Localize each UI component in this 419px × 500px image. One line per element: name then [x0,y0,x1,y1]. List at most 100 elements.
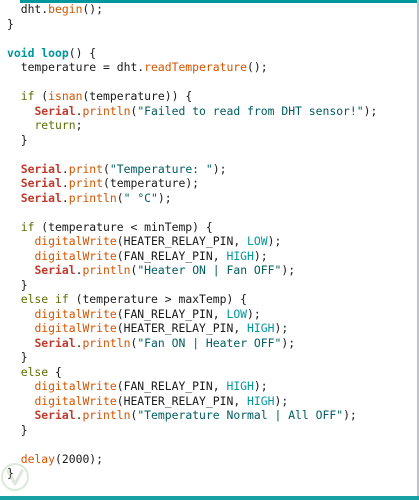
code-line[interactable]: delay(2000); [7,452,377,467]
control-keyword: if [20,219,35,234]
code-line[interactable] [7,147,377,162]
code-line[interactable]: digitalWrite(FAN_RELAY_PIN, HIGH); [7,379,377,394]
code-line[interactable]: Serial.println("Heater ON | Fan OFF"); [7,263,377,278]
code-text: . [61,161,69,176]
code-text: () { [68,45,97,60]
code-text: ( [34,89,49,103]
code-line[interactable]: dht.begin(); [7,2,377,17]
code-line[interactable] [7,437,377,452]
code-text: ); [281,263,296,277]
function-name: println [68,190,117,205]
code-line[interactable]: void loop() { [7,46,377,61]
code-text [7,408,34,422]
code-text: . [75,103,83,118]
code-line[interactable] [7,205,377,220]
string-literal: "Heater ON | Fan OFF" [137,263,282,277]
code-line[interactable]: Serial.println("Failed to read from DHT … [7,104,377,119]
editor-scrollbar-track[interactable] [417,0,419,496]
code-text: { [48,364,62,379]
string-literal: "Failed to read from DHT sensor!" [137,103,364,118]
string-literal: "Temperature: " [109,161,213,176]
code-text: (temperature); [103,176,200,190]
code-text: ( [130,263,138,277]
function-name: digitalWrite [34,379,117,393]
code-text: ); [274,393,289,408]
code-line[interactable]: } [7,133,377,148]
code-line[interactable]: else if (temperature > maxTemp) { [7,292,377,307]
function-name: print [68,176,104,190]
code-line[interactable]: return; [7,118,377,133]
code-line[interactable]: } [7,466,377,481]
function-name: println [82,408,131,422]
control-keyword: else [20,292,49,306]
control-keyword: if [55,292,69,306]
code-line[interactable]: digitalWrite(HEATER_RELAY_PIN, LOW); [7,234,377,249]
code-line[interactable]: } [7,350,377,365]
function-name: digitalWrite [34,321,117,335]
code-text: (temperature > maxTemp) { [68,292,248,306]
code-text: (HEATER_RELAY_PIN, [116,393,248,408]
code-text: ); [247,306,261,321]
serial-object: Serial [20,161,62,176]
code-line[interactable]: digitalWrite(HEATER_RELAY_PIN, HIGH); [7,321,377,336]
function-name: digitalWrite [34,306,117,321]
editor-status-bar [0,496,419,500]
serial-object: Serial [34,263,76,277]
function-name: begin [48,2,83,16]
code-line[interactable]: digitalWrite(FAN_RELAY_PIN, HIGH); [7,249,377,264]
code-text: ; [75,118,83,132]
vi-logo-icon [1,463,29,491]
code-line[interactable]: Serial.println(" °C"); [7,191,377,206]
code-line[interactable] [7,75,377,90]
code-text [7,249,34,263]
code-area[interactable]: dht.begin();} void loop() { temperature =… [7,2,377,481]
code-line[interactable]: Serial.println("Temperature Normal | All… [7,408,377,423]
serial-object: Serial [34,103,76,118]
code-text: (2000); [55,451,104,466]
code-text: ); [253,248,268,263]
code-line[interactable]: else { [7,365,377,380]
code-text [7,176,21,190]
code-text: ); [363,103,378,118]
code-line[interactable]: } [7,278,377,293]
code-text: (HEATER_RELAY_PIN, [116,321,248,335]
string-literal: "Fan ON | Heater OFF" [137,335,282,350]
code-text: (temperature)) { [82,89,193,103]
code-text [7,321,34,335]
code-text: } [7,422,28,437]
string-literal: " °C" [123,190,158,205]
code-line[interactable]: if (temperature < minTemp) { [7,220,377,235]
function-name: digitalWrite [34,248,117,263]
code-line[interactable]: digitalWrite(FAN_RELAY_PIN, LOW); [7,307,377,322]
code-text: (FAN_RELAY_PIN, [116,248,227,263]
code-line[interactable]: } [7,423,377,438]
code-text [7,394,34,408]
code-text [7,191,21,205]
function-name: delay [20,451,56,466]
code-text [7,162,21,176]
function-name: digitalWrite [34,393,117,408]
serial-object: Serial [34,335,76,350]
code-text: } [7,16,14,31]
code-text: ); [343,408,357,422]
code-line[interactable]: temperature = dht.readTemperature(); [7,60,377,75]
code-line[interactable]: Serial.print(temperature); [7,176,377,191]
code-line[interactable]: Serial.print("Temperature: "); [7,162,377,177]
code-line[interactable] [7,31,377,46]
code-line[interactable]: digitalWrite(HEATER_RELAY_PIN, HIGH); [7,394,377,409]
code-text: . [75,335,83,350]
code-text: (); [247,60,268,74]
code-line[interactable]: } [7,17,377,32]
serial-object: Serial [20,176,62,190]
code-line[interactable]: if (isnan(temperature)) { [7,89,377,104]
code-text: ); [157,190,172,205]
function-name: print [68,161,104,176]
code-text [7,234,34,248]
string-literal: "Temperature Normal | All OFF" [137,408,344,422]
code-line[interactable]: Serial.println("Fan ON | Heater OFF"); [7,336,377,351]
constant: HIGH [247,321,275,335]
function-name: println [82,335,131,350]
keyword: loop [41,45,69,60]
code-text: . [61,176,69,190]
